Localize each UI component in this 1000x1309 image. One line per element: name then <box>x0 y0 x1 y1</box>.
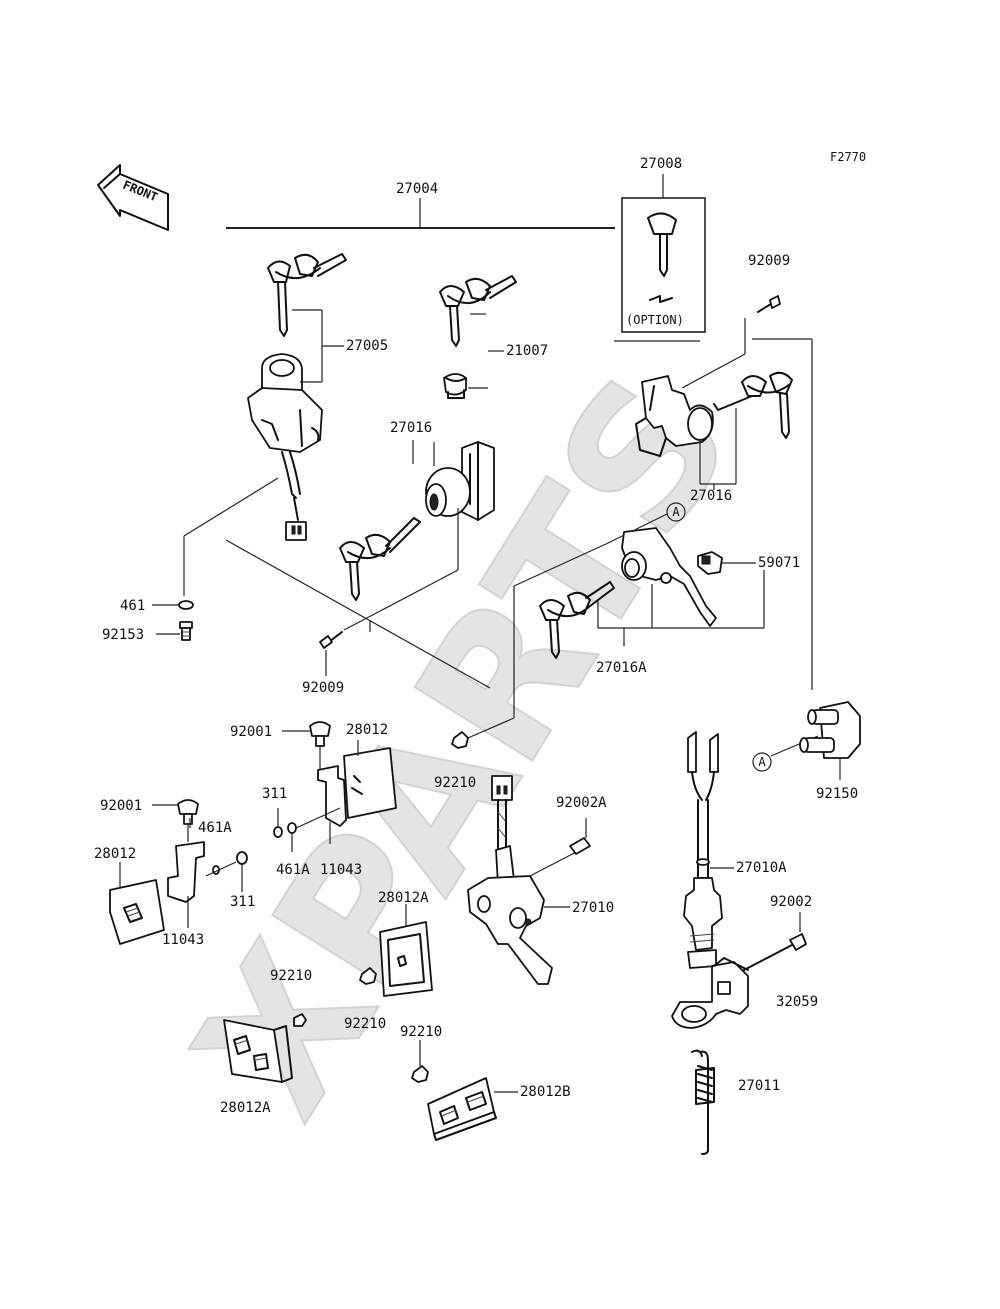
option-label: (OPTION) <box>626 313 684 327</box>
label-27004: 27004 <box>396 181 438 197</box>
front-arrow-icon: FRONT <box>97 164 169 231</box>
screw-92009-mid <box>319 631 343 676</box>
bracket-32059 <box>671 957 749 1029</box>
leader-27005 <box>292 309 344 383</box>
lock-27016A <box>539 527 717 659</box>
bracket-group-upper <box>273 721 397 852</box>
label-11043-b: 11043 <box>162 932 204 948</box>
label-27016-right: 27016 <box>690 488 732 504</box>
bracket-group-lower <box>109 799 248 945</box>
screw-92002 <box>743 912 807 971</box>
label-92001-b: 92001 <box>100 798 142 814</box>
label-92210-a: 92210 <box>434 775 476 791</box>
ignition-switch-27005 <box>247 253 347 541</box>
label-92210-d: 92210 <box>400 1024 442 1040</box>
center-leaders <box>183 477 607 739</box>
label-92210-c: 92210 <box>344 1016 386 1032</box>
leader-27016-right <box>699 408 737 490</box>
label-92002A: 92002A <box>556 795 607 811</box>
label-92009-mid: 92009 <box>302 680 344 696</box>
label-59071: 59071 <box>758 555 800 571</box>
label-27016-left: 27016 <box>390 420 432 436</box>
label-92002: 92002 <box>770 894 812 910</box>
key-set-21007 <box>439 275 517 347</box>
label-21007: 21007 <box>506 343 548 359</box>
label-92001-a: 92001 <box>230 724 272 740</box>
label-27005: 27005 <box>346 338 388 354</box>
leader-27004 <box>226 198 615 229</box>
spring-27011 <box>691 1049 715 1155</box>
label-27010: 27010 <box>572 900 614 916</box>
label-461: 461 <box>120 598 145 614</box>
label-27016A: 27016A <box>596 660 647 676</box>
screw-92009-top <box>681 295 781 389</box>
figure-code: F2770 <box>830 150 866 164</box>
screw-92153 <box>156 621 193 641</box>
rivets-92150 <box>799 701 861 780</box>
reflector-28012A-center <box>359 904 433 997</box>
washer-461 <box>152 600 194 610</box>
label-311-a: 311 <box>262 786 287 802</box>
reflector-28012B <box>427 1077 518 1141</box>
label-32059: 32059 <box>776 994 818 1010</box>
label-28012B: 28012B <box>520 1084 571 1100</box>
cap-part <box>443 373 488 399</box>
label-28012-b: 28012 <box>94 846 136 862</box>
label-28012-a: 28012 <box>346 722 388 738</box>
reference-a-top: A <box>605 502 686 545</box>
cable-switch-27010A <box>683 731 734 969</box>
label-28012A-a: 28012A <box>378 890 429 906</box>
bolt-59071 <box>697 551 756 575</box>
label-461A-a: 461A <box>276 862 310 878</box>
label-28012A-b: 28012A <box>220 1100 271 1116</box>
lock-cylinder-27016 <box>339 441 495 601</box>
label-92009-top: 92009 <box>748 253 790 269</box>
label-27010A: 27010A <box>736 860 787 876</box>
ref-a-top: A <box>672 505 680 519</box>
label-92153: 92153 <box>102 627 144 643</box>
label-311-b: 311 <box>230 894 255 910</box>
label-27008: 27008 <box>640 156 682 172</box>
label-11043-a: 11043 <box>320 862 362 878</box>
nut-92210-lower <box>411 1040 429 1083</box>
nut-center <box>451 731 469 749</box>
leader-27016A <box>597 570 765 646</box>
label-27011: 27011 <box>738 1078 780 1094</box>
switch-27010 <box>467 775 591 985</box>
label-461A-b: 461A <box>198 820 232 836</box>
label-92150: 92150 <box>816 786 858 802</box>
reflector-28012A-lower <box>223 1013 307 1083</box>
leader-right-vertical <box>614 338 813 690</box>
option-key-box: (OPTION) <box>621 174 706 333</box>
label-92210-b: 92210 <box>270 968 312 984</box>
ref-a-bottom: A <box>758 755 766 769</box>
